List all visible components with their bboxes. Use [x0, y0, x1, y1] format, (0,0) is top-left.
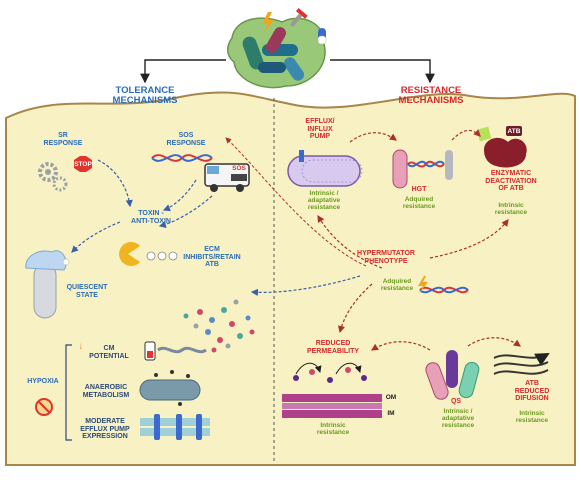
qs-type-label: Intrinsic / adaptative resistance: [441, 408, 475, 430]
efflux-cell-icon: [287, 150, 363, 187]
hypermutator-lightning-icon: [418, 276, 428, 294]
om-label: OM: [385, 394, 397, 401]
arrow-hyper-to-efflux: [317, 214, 383, 269]
battery-icon: [144, 341, 156, 361]
hgt-type-label: Adquired resistance: [402, 196, 436, 211]
enzymatic-label: ENZYMATIC DEACTIVATION OF ATB: [485, 170, 537, 193]
sos-van-icon: [204, 163, 250, 192]
toxin-dot-icon: [157, 251, 167, 261]
no-oxygen-icon: [35, 398, 53, 416]
hgt-label: HGT: [411, 186, 427, 193]
hypoxia-label: HYPOXIA: [27, 378, 59, 385]
atb-tag-label: ATB: [507, 128, 521, 135]
toxin-dot-icon: [168, 251, 178, 261]
quiescent-state-label: QUIESCENT STATE: [66, 284, 108, 299]
arrow-sos-to-ta: [162, 179, 197, 212]
membrane-icon: [282, 394, 382, 418]
enzyme-icon: [476, 126, 527, 168]
diffusion-label: ATB REDUCED DIFUSION: [514, 380, 550, 403]
tolerance-heading: TOLERANCE MECHANISMS: [112, 85, 178, 107]
hypermutator-type-label: Adquired resistance: [380, 278, 414, 293]
efflux-pump-membrane-icon: [140, 414, 210, 440]
dna-icon: [151, 154, 213, 162]
diffusion-icon: [493, 353, 550, 375]
hypoxia-bracket: [65, 344, 72, 441]
arrow-hyper-to-permeability: [337, 283, 373, 334]
toxin-dot-icon: [146, 251, 156, 261]
connector-left: [140, 59, 226, 84]
arrow-hyper-to-enzymatic: [429, 219, 509, 259]
ecm-particles-icon: [183, 299, 255, 353]
diffusion-type-label: Intrinsic resistance: [515, 410, 549, 425]
arrow-qs-diffusion: [467, 337, 521, 347]
efflux-expression-label: MODERATE EFFLUX PUMP EXPRESSION: [80, 418, 130, 441]
arrow-sr-to-ta: [97, 159, 133, 208]
resistance-heading: RESISTANCE MECHANISMS: [398, 85, 464, 107]
anaerobic-cell-icon: [139, 370, 201, 406]
arrow-efflux-hgt: [349, 132, 397, 143]
cm-arrow-icon: ↓: [78, 341, 84, 352]
biofilm-icon: [227, 17, 326, 89]
bounce-arrow: [295, 362, 322, 375]
connector-right: [330, 59, 435, 84]
bounce-arrow: [335, 362, 362, 375]
particles-icon: [293, 367, 367, 383]
hypermutator-dna-icon: [419, 286, 469, 294]
im-label: IM: [387, 410, 395, 417]
anaerobic-label: ANAEROBIC METABOLISM: [82, 384, 130, 399]
qs-cells-icon: [425, 350, 480, 400]
toxin-antitoxin-label: TOXIN - ANTI-TOXIN: [131, 210, 171, 225]
stop-sign-icon: [74, 156, 92, 172]
arrow-hyper-to-ecm: [250, 275, 361, 297]
cm-potential-label: CM POTENTIAL: [89, 345, 129, 360]
pacman-icon: [119, 242, 140, 266]
qs-label: QS: [450, 398, 462, 405]
hgt-cells-icon: [392, 149, 453, 189]
syringe-icon: [290, 8, 308, 27]
hypermutator-label: HYPERMUTATOR PHENOTYPE: [357, 250, 415, 265]
sos-response-label: SOS RESPONSE: [166, 132, 206, 147]
arrow-sos-to-ta2: [158, 195, 213, 229]
quiescent-cell-icon: [25, 250, 70, 319]
arrow-hyper-to-sos: [225, 137, 367, 267]
arrow-qs-permeability: [370, 341, 431, 351]
sr-response-label: SR RESPONSE: [43, 132, 83, 147]
enzymatic-type-label: Intrinsic resistance: [494, 202, 528, 217]
stop-sign-label: STOP: [74, 161, 92, 168]
lightning-icon: [262, 12, 274, 34]
permeability-label: REDUCED PERMEABILITY: [306, 340, 360, 355]
arrow-ta-to-quiescent: [71, 221, 121, 253]
permeability-type-label: Intrinsic resistance: [316, 422, 350, 437]
sos-van-label: SOS: [232, 165, 246, 172]
ecm-label: ECM INHIBITS/RETAIN ATB: [183, 246, 241, 269]
membrane-wave-icon: [157, 346, 207, 354]
efflux-label: EFFLUX/ INFLUX PUMP: [305, 118, 335, 141]
efflux-type-label: Intrinsic / adaptative resistance: [307, 190, 341, 212]
pill-icon: [317, 28, 327, 45]
gears-icon: [38, 162, 68, 192]
